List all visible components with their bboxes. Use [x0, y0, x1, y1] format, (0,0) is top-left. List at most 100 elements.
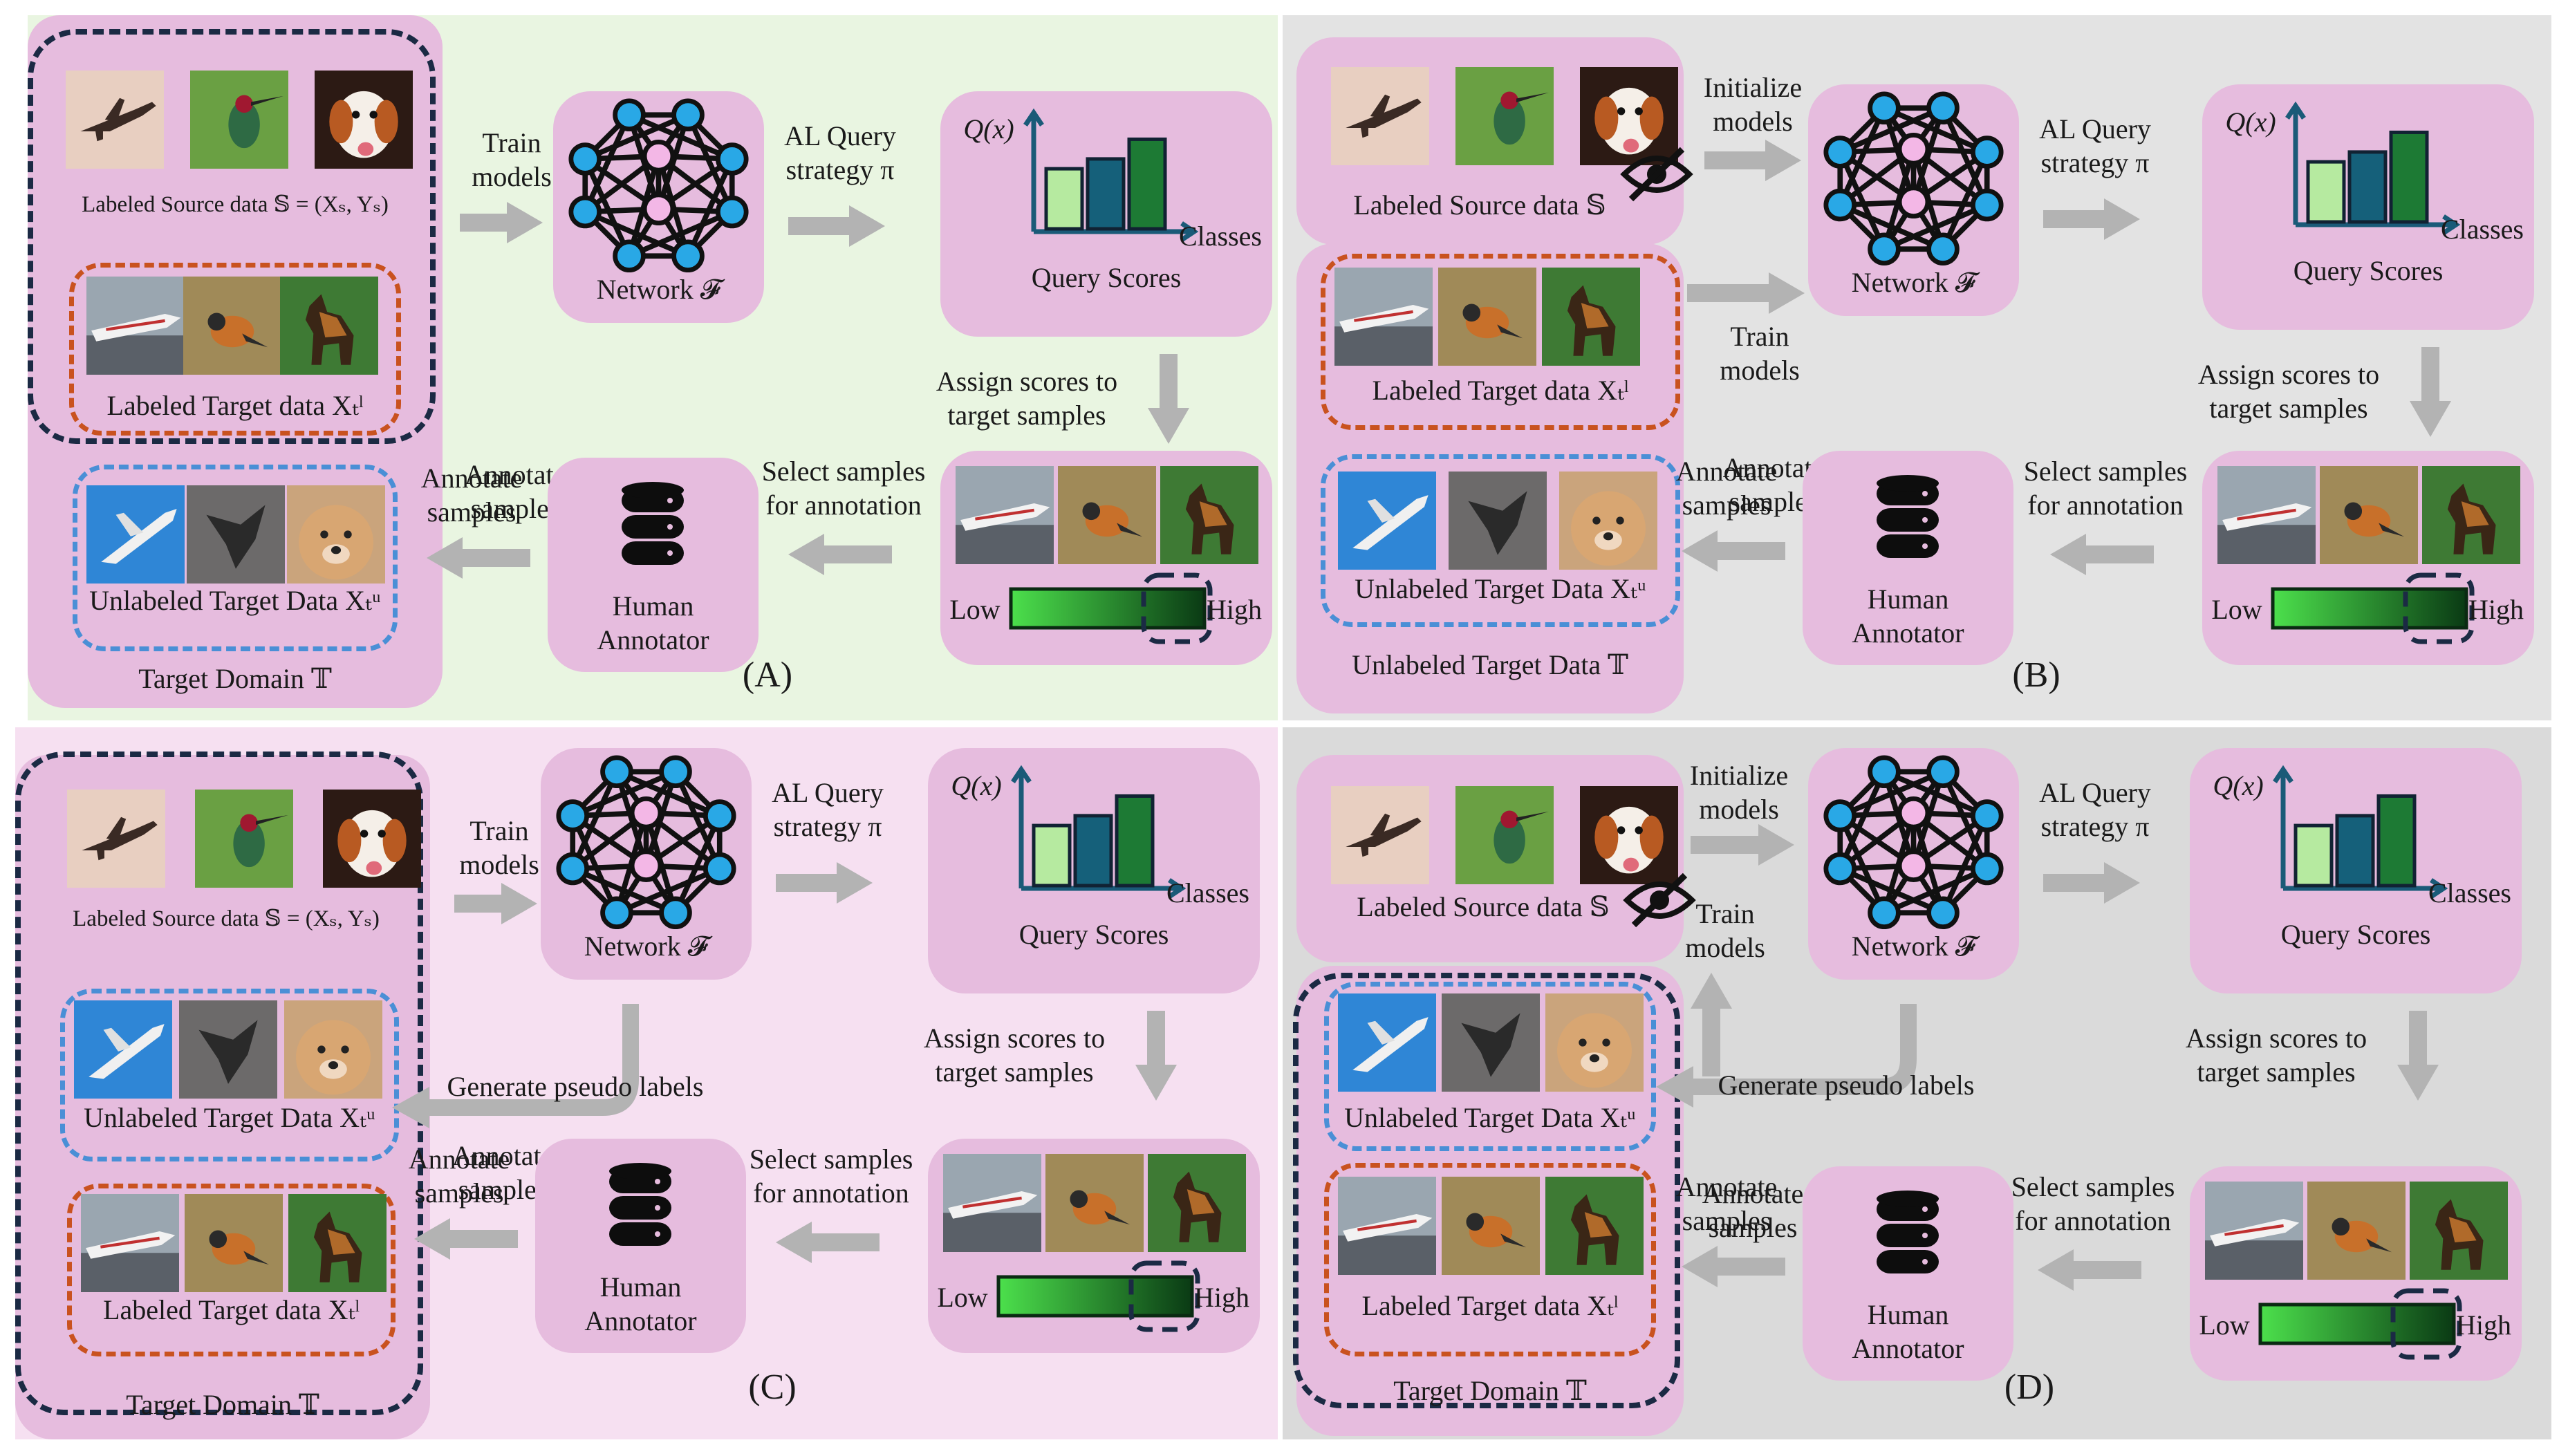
annotate-samples-label: Annotate samples: [1675, 456, 1778, 521]
database-icon: [609, 1163, 671, 1246]
assign-scores-label: Assign scores to target samples: [923, 1023, 1106, 1088]
network-label: Network 𝓕: [584, 931, 709, 962]
chart-bar: [2376, 794, 2417, 888]
low-label: Low: [2199, 1309, 2250, 1341]
train-models-label: Train models: [472, 127, 552, 192]
network-label: Network 𝓕: [1851, 931, 1976, 962]
high-label: High: [1194, 1282, 1249, 1313]
unlabeled-target-label: Unlabeled Target Data Xₜᵘ: [1355, 573, 1646, 604]
qx-label: Q(x): [951, 770, 1002, 801]
al-query-label: AL Query strategy π: [2039, 113, 2151, 178]
human-annotator-label: Human Annotator: [1852, 584, 1964, 648]
arrow-to-query: [2043, 862, 2140, 904]
plane-target-image: [86, 277, 185, 375]
target-domain-label: Target Domain 𝕋: [1393, 1375, 1587, 1406]
plane-target-image: [81, 1194, 179, 1292]
unlabeled-target-label: Unlabeled Target Data Xₜᵘ: [84, 1102, 375, 1133]
arrow-select: [2050, 534, 2154, 575]
target-domain-group: [1293, 973, 1680, 1408]
dog-target-image: [1148, 1154, 1246, 1252]
plane-source-image: [66, 71, 164, 169]
classes-label: Classes: [1179, 221, 1262, 252]
arrow-to-query: [788, 205, 885, 247]
classes-label: Classes: [2441, 214, 2524, 245]
arrow-select: [788, 534, 892, 575]
source-label: Labeled Source data 𝕊: [1353, 189, 1606, 221]
panel-caption: (A): [742, 655, 793, 695]
bird-target-image: [185, 1194, 283, 1292]
dog-target-image: [1542, 268, 1640, 366]
target-domain-label: Target Domain 𝕋: [138, 663, 332, 694]
annotate-samples-label: Annotate samples: [452, 1140, 554, 1205]
al-query-label: AL Query strategy π: [2039, 777, 2151, 842]
high-label: High: [2456, 1309, 2511, 1341]
human-annotator-label: Human Annotator: [1852, 1299, 1964, 1364]
arrow-train: [1687, 272, 1805, 314]
annotate-samples-label: Annotate samples: [420, 463, 523, 528]
query-score-chart: [1011, 765, 1187, 899]
neural-network-icon: [1823, 91, 2004, 265]
dog-source-image: [323, 790, 421, 888]
bird-target-image: [1438, 268, 1536, 366]
source-labeled-group: [28, 29, 436, 444]
source-labeled-group: [15, 752, 423, 1415]
human-annotator-label: Human Annotator: [597, 590, 709, 655]
assign-scores-label: Assign scores to target samples: [2185, 1023, 2367, 1088]
arrow-assign: [2397, 1011, 2439, 1101]
arrow-train: [460, 202, 543, 243]
initialize-models-label: Initialize models: [1689, 760, 1789, 825]
panel-C: Labeled Source data 𝕊 = (Xₛ, Yₛ)Unlabele…: [15, 727, 1278, 1439]
dog-unlabeled-image: [284, 1000, 382, 1099]
low-label: Low: [949, 594, 1001, 625]
query-scores-label: Query Scores: [1031, 262, 1182, 293]
query-score-chart: [2273, 765, 2448, 899]
labeled-target-group: [1324, 1163, 1656, 1356]
bird-unlabeled-image: [187, 485, 285, 584]
unlabeled-target-group: [1321, 454, 1680, 627]
chart-bar: [2306, 160, 2346, 224]
query-scores-label: Query Scores: [1018, 919, 1169, 950]
database-icon: [1877, 475, 1939, 558]
unlabeled-target-label: Unlabeled Target Data Xₜᵘ: [89, 585, 381, 616]
bird-source-image: [1455, 67, 1554, 165]
arrow-train: [1691, 973, 1732, 1076]
plane-unlabeled-image: [74, 1000, 172, 1099]
chart-axes: [1011, 765, 1187, 899]
qx-label: Q(x): [2213, 770, 2264, 801]
pseudo-label-arrow: [1656, 1004, 1917, 1108]
bird-unlabeled-image: [1442, 993, 1540, 1092]
assign-scores-label: Assign scores to target samples: [936, 366, 1118, 431]
annotate-samples-label: Annotate samples: [1675, 1171, 1778, 1236]
plane-source-image: [67, 790, 165, 888]
chart-bar: [1032, 823, 1072, 888]
panel-caption: (C): [748, 1368, 797, 1407]
panel-A: Labeled Source data 𝕊 = (Xₛ, Yₛ)Labeled …: [28, 15, 1278, 720]
plane-unlabeled-image: [1338, 472, 1436, 570]
pseudo-labels-label: Generate pseudo labels: [447, 1071, 704, 1102]
low-label: Low: [2211, 594, 2262, 625]
bird-target-image: [1058, 466, 1156, 564]
score-gradient-bar: [996, 1260, 1200, 1332]
bird-unlabeled-image: [179, 1000, 277, 1099]
query-scores-label: Query Scores: [2280, 919, 2431, 950]
select-samples-label: Select samples for annotation: [2023, 456, 2188, 521]
bird-source-image: [195, 790, 293, 888]
database-icon: [622, 482, 684, 565]
arrow-initialize: [1704, 140, 1801, 181]
bird-target-image: [2307, 1182, 2406, 1280]
panel-caption: (B): [2012, 655, 2060, 695]
select-samples-label: Select samples for annotation: [761, 456, 926, 521]
target-domain-label: Target Domain 𝕋: [126, 1389, 319, 1420]
unlabeled-target-group: [1324, 982, 1656, 1151]
labeled-target-label: Labeled Target data Xₜˡ: [1372, 375, 1629, 406]
plane-source-image: [1331, 67, 1429, 165]
labeled-target-label: Labeled Target data Xₜˡ: [103, 1294, 360, 1325]
train-models-label: Train models: [1685, 898, 1765, 963]
score-gradient-bar: [1009, 572, 1213, 644]
pseudo-labels-label: Generate pseudo labels: [1718, 1070, 1975, 1101]
chart-bar: [2389, 130, 2429, 224]
bird-target-image: [1442, 1177, 1540, 1275]
dog-target-image: [1545, 1177, 1644, 1275]
